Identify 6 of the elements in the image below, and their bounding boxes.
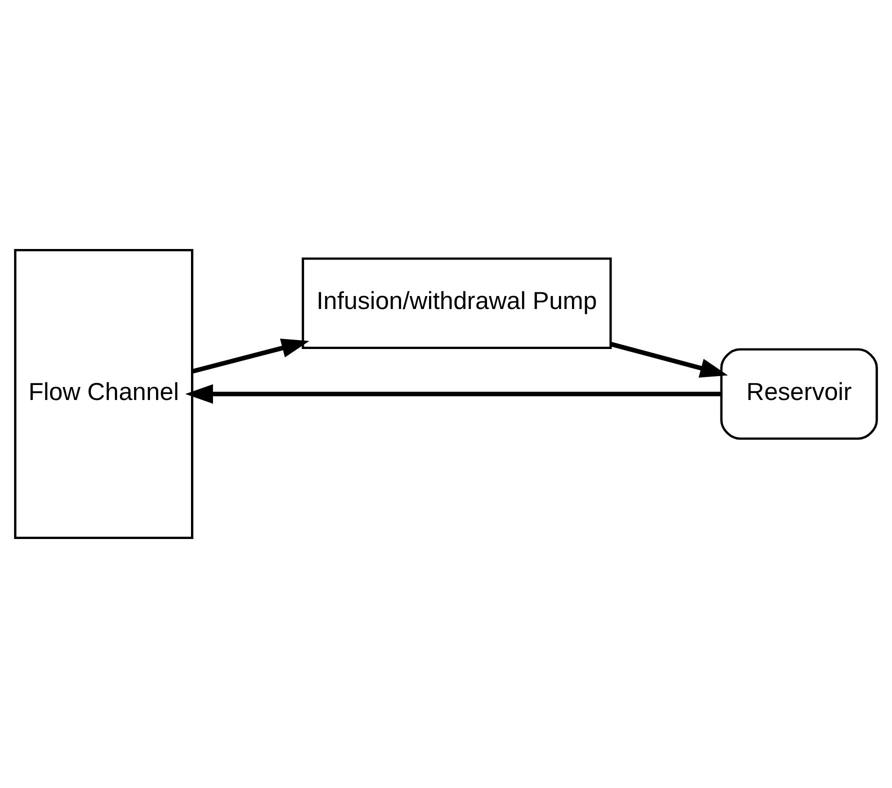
node-box: Reservoir [720,348,878,440]
arrow [192,338,310,374]
arrow [185,384,721,404]
node-box: Flow Channel [14,249,194,539]
node-box: Infusion/withdrawal Pump [302,257,612,349]
arrow [610,342,728,378]
